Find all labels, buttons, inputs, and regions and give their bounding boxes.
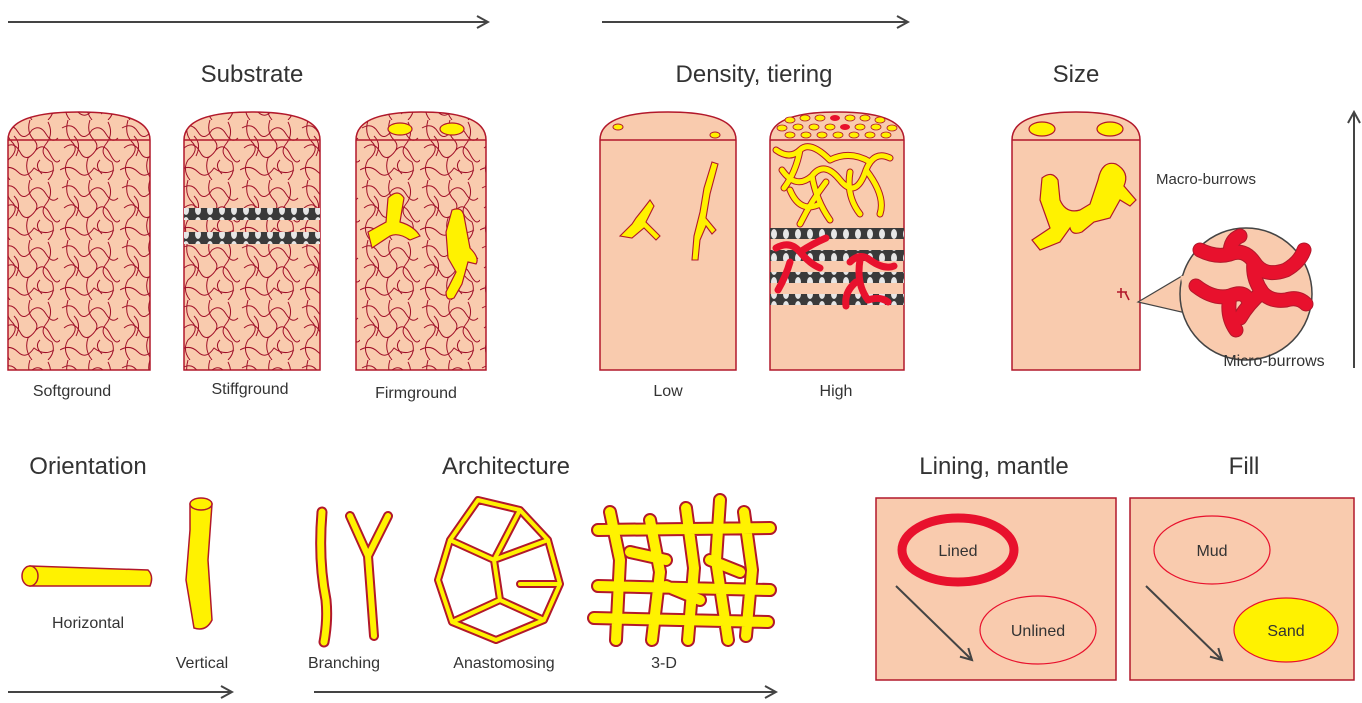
micro-burrow-magnifier — [1138, 228, 1312, 360]
fill-panel — [1130, 498, 1354, 680]
anastomosing-label: Anastomosing — [453, 655, 554, 672]
lining-panel — [876, 498, 1116, 680]
stiff-layer — [184, 208, 320, 220]
firmground-label: Firmground — [375, 385, 457, 402]
vertical-label: Vertical — [176, 655, 228, 672]
substrate-title: Substrate — [201, 61, 304, 88]
lining-title: Lining, mantle — [919, 453, 1068, 480]
unlined-label: Unlined — [1011, 623, 1065, 640]
horizontal-burrow — [22, 566, 152, 586]
mud-label: Mud — [1196, 543, 1227, 560]
low-label: Low — [653, 383, 683, 400]
fill-title: Fill — [1229, 453, 1260, 480]
size-core — [1012, 112, 1140, 370]
anastomosing-burrows — [438, 500, 560, 640]
3d-burrows — [594, 500, 770, 640]
stiff-layer — [184, 232, 320, 244]
high-density-core — [770, 112, 904, 370]
vertical-burrow — [186, 498, 212, 629]
3d-label: 3-D — [651, 655, 677, 672]
size-title: Size — [1053, 61, 1100, 88]
horizontal-label: Horizontal — [52, 615, 124, 632]
density-title: Density, tiering — [676, 61, 833, 88]
lined-label: Lined — [938, 543, 977, 560]
micro-burrows-label: Micro-burrows — [1223, 353, 1324, 370]
firmground-core — [356, 112, 486, 370]
high-label: High — [820, 383, 853, 400]
stiffground-label: Stiffground — [211, 381, 288, 398]
low-density-core — [600, 112, 736, 370]
orientation-title: Orientation — [29, 453, 146, 480]
softground-label: Softground — [33, 383, 111, 400]
softground-core — [8, 112, 150, 370]
stiffground-core — [184, 112, 320, 370]
branching-burrows — [321, 512, 388, 642]
branching-label: Branching — [308, 655, 380, 672]
macro-burrows-label: Macro-burrows — [1156, 171, 1256, 188]
sand-label: Sand — [1267, 623, 1304, 640]
architecture-title: Architecture — [442, 453, 570, 480]
